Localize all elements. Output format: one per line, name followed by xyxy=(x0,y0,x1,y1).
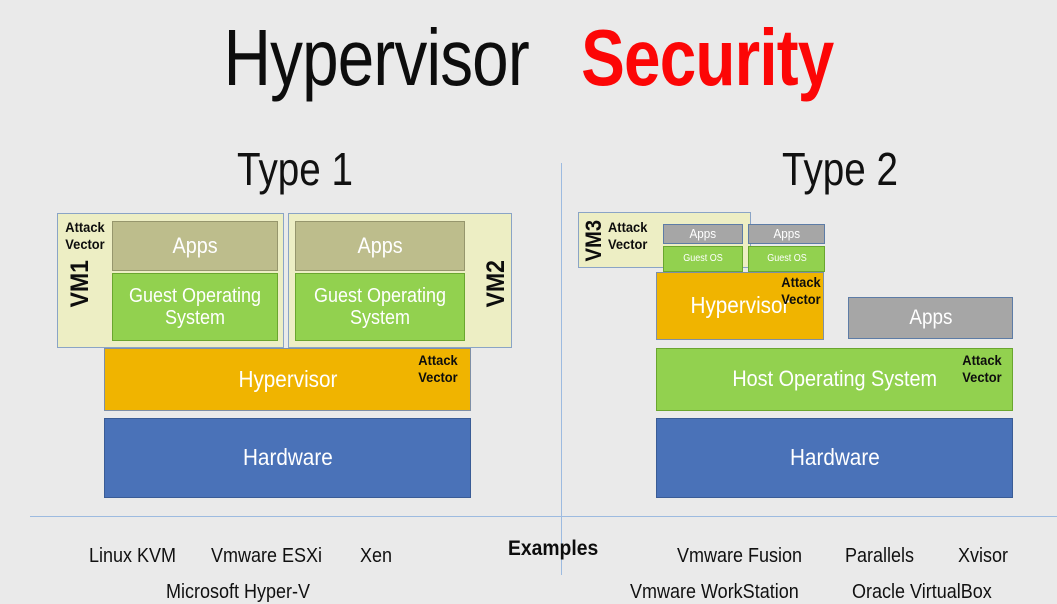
vm3-left-guest-os-label: Guest OS xyxy=(683,253,723,265)
type2-hardware-label: Hardware xyxy=(789,444,880,471)
vm2-guest-os-label: Guest Operating System xyxy=(313,284,447,329)
type2-host-os-label: Host Operating System xyxy=(732,366,937,392)
vm3-left-apps-box[interactable]: Apps xyxy=(663,224,743,244)
type1-example-linux-kvm: Linux KVM xyxy=(89,545,177,567)
type1-hypervisor-attack-vector-label: Attack Vector xyxy=(418,352,458,385)
type2-hypervisor-box[interactable]: Hypervisor xyxy=(656,272,824,340)
type2-host-os-box[interactable]: Host Operating System xyxy=(656,348,1013,411)
type2-example-vmware-workstation: Vmware WorkStation xyxy=(630,581,799,603)
type2-example-vmware-fusion: Vmware Fusion xyxy=(677,545,803,567)
vm1-guest-os-box[interactable]: Guest Operating System xyxy=(112,273,278,341)
vm2-guest-os-box[interactable]: Guest Operating System xyxy=(295,273,465,341)
vm3-left-guest-os-box[interactable]: Guest OS xyxy=(663,246,743,272)
type2-heading: Type 2 xyxy=(782,143,898,195)
vm3-right-guest-os-box[interactable]: Guest OS xyxy=(748,246,825,272)
type1-example-microsoft-hyper-v: Microsoft Hyper-V xyxy=(166,581,311,603)
type1-hypervisor-label: Hypervisor xyxy=(238,365,337,392)
vm3-left-apps-label: Apps xyxy=(689,225,717,241)
title-part-hypervisor: Hypervisor xyxy=(223,13,530,102)
type2-hypervisor-label: Hypervisor xyxy=(690,292,790,319)
type1-example-xen: Xen xyxy=(360,545,393,567)
type2-example-xvisor: Xvisor xyxy=(958,545,1009,567)
vertical-divider xyxy=(561,163,562,575)
vm1-guest-os-label: Guest Operating System xyxy=(128,284,262,329)
type1-example-vmware-esxi: Vmware ESXi xyxy=(211,545,323,567)
type2-example-oracle-virtualbox: Oracle VirtualBox xyxy=(852,581,992,603)
type2-host-os-attack-vector-label: Attack Vector xyxy=(962,352,1002,385)
horizontal-divider xyxy=(30,516,1057,517)
type1-hypervisor-box[interactable]: Hypervisor xyxy=(104,348,471,411)
page-title: Hypervisor Security xyxy=(95,18,962,98)
type1-heading: Type 1 xyxy=(237,143,353,195)
type2-host-apps-box[interactable]: Apps xyxy=(848,297,1013,339)
type2-example-parallels: Parallels xyxy=(845,545,915,567)
type2-hypervisor-attack-vector-label: Attack Vector xyxy=(781,274,821,307)
vm1-tag: VM1 xyxy=(66,260,94,308)
vm1-attack-vector-label: Attack Vector xyxy=(65,219,105,252)
vm3-right-apps-box[interactable]: Apps xyxy=(748,224,825,244)
vm3-right-guest-os-label: Guest OS xyxy=(766,253,807,265)
vm1-apps-label: Apps xyxy=(172,232,218,258)
vm3-attack-vector-label: Attack Vector xyxy=(608,219,648,252)
title-part-security: Security xyxy=(581,13,834,102)
vm2-apps-box[interactable]: Apps xyxy=(295,221,465,271)
examples-label: Examples xyxy=(508,537,599,560)
vm2-apps-label: Apps xyxy=(357,232,403,258)
vm1-apps-box[interactable]: Apps xyxy=(112,221,278,271)
vm3-tag: VM3 xyxy=(581,219,606,262)
type1-hardware-label: Hardware xyxy=(242,444,333,471)
vm2-tag: VM2 xyxy=(482,260,510,308)
type2-hardware-box[interactable]: Hardware xyxy=(656,418,1013,498)
type1-hardware-box[interactable]: Hardware xyxy=(104,418,471,498)
type2-host-apps-label: Apps xyxy=(908,306,953,330)
vm3-right-apps-label: Apps xyxy=(773,225,800,241)
